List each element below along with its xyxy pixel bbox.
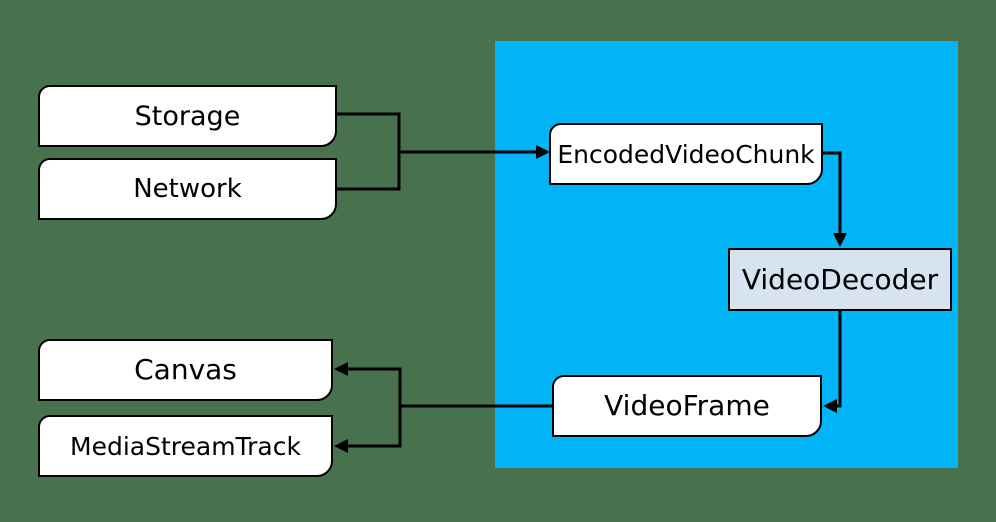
node-encoded-video-chunk-label: EncodedVideoChunk: [557, 139, 815, 169]
node-storage: Storage: [38, 85, 337, 147]
node-video-decoder-label: VideoDecoder: [741, 262, 939, 296]
node-canvas-label: Canvas: [134, 353, 237, 386]
node-encoded-video-chunk: EncodedVideoChunk: [549, 123, 823, 185]
node-video-frame-label: VideoFrame: [604, 389, 770, 422]
node-video-decoder: VideoDecoder: [728, 248, 952, 311]
node-network-label: Network: [133, 174, 242, 204]
node-network: Network: [38, 158, 337, 220]
node-media-stream-track: MediaStreamTrack: [38, 415, 333, 477]
node-media-stream-track-label: MediaStreamTrack: [70, 431, 301, 461]
node-canvas: Canvas: [38, 339, 333, 401]
node-video-frame: VideoFrame: [552, 375, 822, 437]
node-storage-label: Storage: [134, 100, 241, 132]
